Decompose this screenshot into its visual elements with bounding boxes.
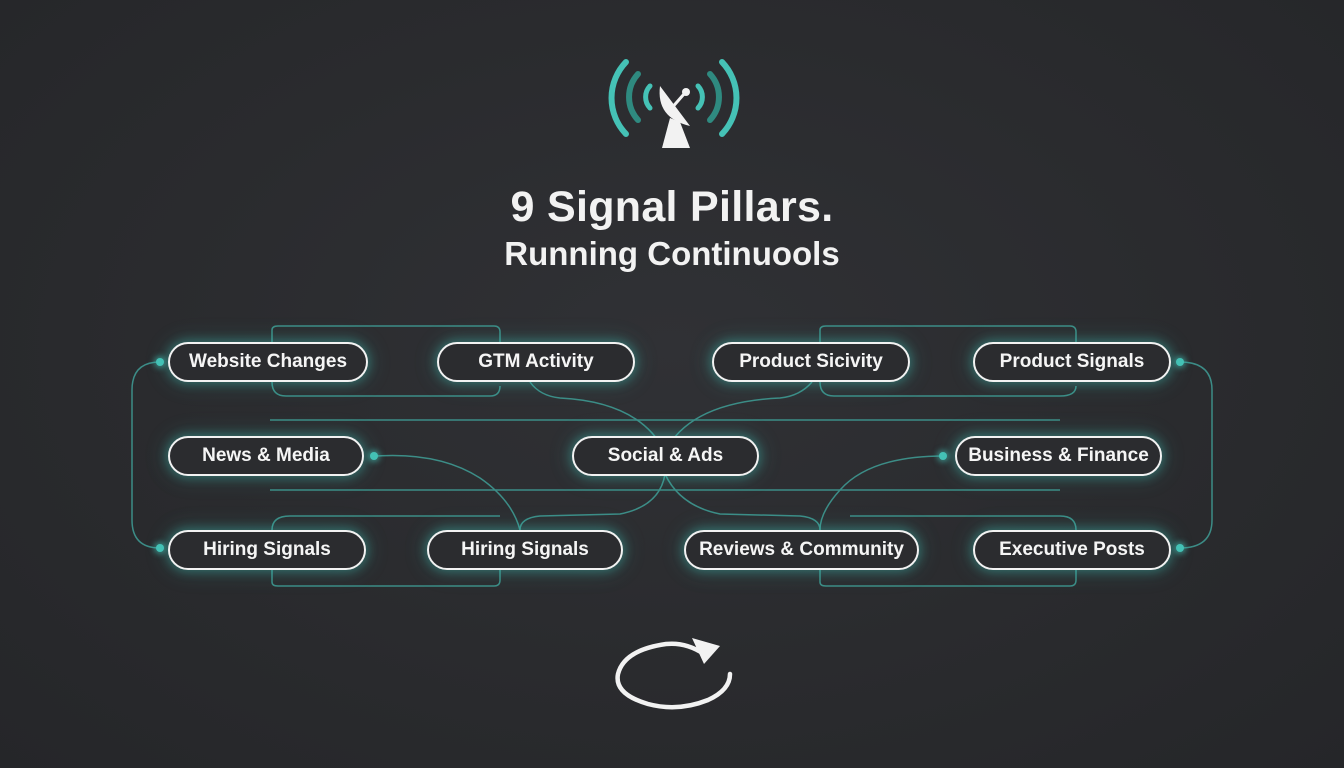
connector-dot	[1176, 358, 1184, 366]
connector-dot	[156, 358, 164, 366]
pillar-gtm-activity[interactable]: GTM Activity	[437, 342, 635, 382]
connector-dot	[156, 544, 164, 552]
pillar-hiring-signals-center[interactable]: Hiring Signals	[427, 530, 623, 570]
pillar-product-signals[interactable]: Product Signals	[973, 342, 1171, 382]
connector-dot	[939, 452, 947, 460]
pillar-website-changes[interactable]: Website Changes	[168, 342, 368, 382]
pillar-product-sicivity[interactable]: Product Sicivity	[712, 342, 910, 382]
pillar-news-media[interactable]: News & Media	[168, 436, 364, 476]
connector-dot	[1176, 544, 1184, 552]
pillar-hiring-signals-left[interactable]: Hiring Signals	[168, 530, 366, 570]
pillar-social-ads[interactable]: Social & Ads	[572, 436, 759, 476]
page-title: 9 Signal Pillars.	[510, 183, 834, 231]
pillar-executive-posts[interactable]: Executive Posts	[973, 530, 1171, 570]
satellite-dish-icon	[608, 59, 740, 148]
connector-dot	[370, 452, 378, 460]
pillar-business-finance[interactable]: Business & Finance	[955, 436, 1162, 476]
page-subtitle: Running Continuools	[504, 235, 840, 272]
refresh-loop-icon	[615, 638, 733, 710]
pillar-reviews-community[interactable]: Reviews & Community	[684, 530, 919, 570]
